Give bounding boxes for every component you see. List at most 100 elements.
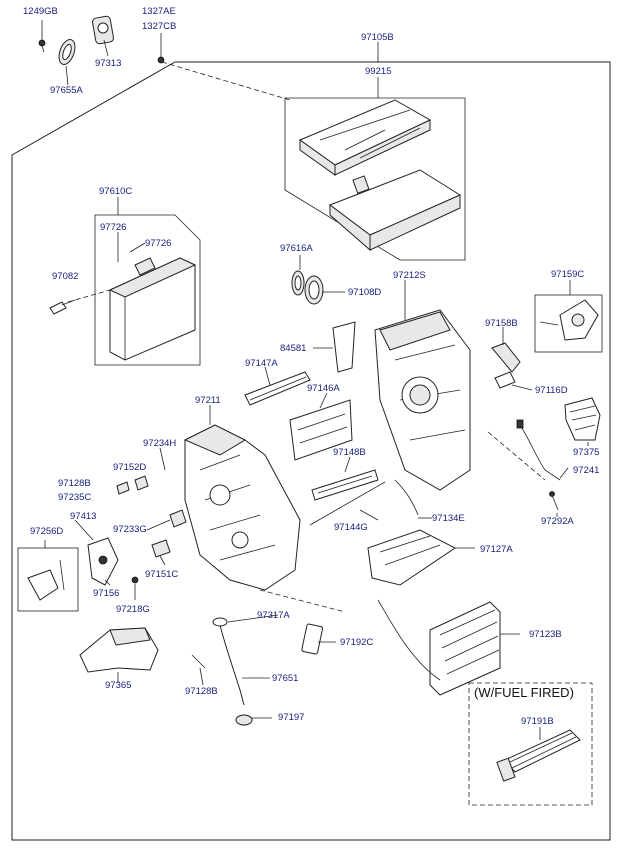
cover-97127a xyxy=(367,529,456,586)
link-97116d xyxy=(494,371,516,389)
clip-97151c xyxy=(151,539,171,558)
label-97610c: 97610C xyxy=(99,186,132,197)
leader-lines xyxy=(41,20,589,740)
blower-housing-97212s xyxy=(374,309,471,491)
label-97152d: 97152D xyxy=(113,462,146,473)
label-97151c: 97151C xyxy=(145,569,178,580)
label-97313: 97313 xyxy=(95,58,121,69)
leader-97082 xyxy=(67,289,111,303)
fuel-fired-note: (W/FUEL FIRED) xyxy=(474,685,574,700)
actuator-97159c xyxy=(539,299,599,341)
nut-1327 xyxy=(157,56,165,64)
door-97148b xyxy=(311,469,379,501)
label-97197: 97197 xyxy=(278,712,304,723)
label-97365: 97365 xyxy=(105,680,131,691)
gasket-84581 xyxy=(332,321,356,373)
label-97413: 97413 xyxy=(70,511,96,522)
expansion-valve-clip xyxy=(134,257,156,276)
clamp-97317a xyxy=(212,617,228,627)
label-97191b: 97191B xyxy=(521,716,554,727)
air-filter-99215 xyxy=(298,99,432,176)
label-97192c: 97192C xyxy=(340,637,373,648)
heater-core-97191b xyxy=(496,729,581,782)
clip-97152d xyxy=(134,475,149,491)
actuator-group-box xyxy=(534,294,603,353)
seal-97616a xyxy=(291,270,305,296)
label-97159c: 97159C xyxy=(551,269,584,280)
clip-97218g xyxy=(131,576,139,584)
label-97105b: 97105B xyxy=(361,32,394,43)
label-97256d: 97256D xyxy=(30,526,63,537)
heater-core-97123b xyxy=(377,599,501,696)
label-97134e: 97134E xyxy=(432,513,465,524)
filter-box-outline xyxy=(284,97,466,261)
label-97158b: 97158B xyxy=(485,318,518,329)
clip-97233g xyxy=(169,509,187,528)
label-97655a: 97655A xyxy=(50,85,83,96)
clip-97128b xyxy=(116,481,130,495)
grommet-97197 xyxy=(235,714,253,726)
label-84581: 84581 xyxy=(280,343,306,354)
label-97233g: 97233G xyxy=(113,524,147,535)
label-97616a: 97616A xyxy=(280,243,313,254)
label-97146a: 97146A xyxy=(307,383,340,394)
label-97127a: 97127A xyxy=(480,544,513,555)
lever-97158b xyxy=(491,342,521,373)
filter-97192c xyxy=(301,623,324,655)
mode-actuator-97256d xyxy=(27,559,65,601)
label-97128b-b: 97128B xyxy=(185,686,218,697)
leader-heater-bottom xyxy=(259,589,346,613)
filter-tray xyxy=(328,169,462,252)
heater-case-97211 xyxy=(183,424,301,591)
label-97726-a: 97726 xyxy=(100,222,126,233)
label-97082: 97082 xyxy=(52,271,78,282)
fuel-fired-option-box xyxy=(468,682,593,806)
actuator-97156 xyxy=(87,537,119,586)
label-1249gb: 1249GB xyxy=(23,6,58,17)
label-97156: 97156 xyxy=(93,588,119,599)
label-97108d: 97108D xyxy=(348,287,381,298)
label-97317a: 97317A xyxy=(257,610,290,621)
mode-actuator-group-box xyxy=(17,547,79,612)
door-97146a xyxy=(289,399,353,461)
seal-97313 xyxy=(92,15,114,45)
screw-97128b-lower xyxy=(191,654,206,669)
leader-1327-to-frame xyxy=(161,61,291,101)
evaporator-group-bracket xyxy=(94,214,201,366)
cable-97241 xyxy=(516,419,561,481)
label-97375: 97375 xyxy=(573,447,599,458)
label-97651: 97651 xyxy=(272,673,298,684)
resistor-97375 xyxy=(564,397,601,441)
door-97147a xyxy=(244,371,311,406)
label-97128b-a: 97128B xyxy=(58,478,91,489)
label-99215: 99215 xyxy=(365,66,391,77)
label-97726-b: 97726 xyxy=(145,238,171,249)
label-1327ae: 1327AE xyxy=(142,6,176,17)
label-97147a: 97147A xyxy=(245,358,278,369)
label-97212s: 97212S xyxy=(393,270,426,281)
evaporator-core-97610c xyxy=(108,257,197,361)
bolt-1249gb xyxy=(38,39,46,53)
label-1327cb: 1327CB xyxy=(142,21,176,32)
label-97218g: 97218G xyxy=(116,604,150,615)
label-97292a: 97292A xyxy=(541,516,574,527)
label-97241: 97241 xyxy=(573,465,599,476)
shaft-97144g xyxy=(309,481,386,526)
label-97123b: 97123B xyxy=(529,629,562,640)
grommet-97655a xyxy=(58,39,76,65)
label-97148b: 97148B xyxy=(333,447,366,458)
duct-97365 xyxy=(79,627,159,673)
label-97116d: 97116D xyxy=(535,385,568,396)
sensor-97082 xyxy=(49,299,76,315)
pipe-97134e xyxy=(394,479,419,516)
hose-97651 xyxy=(219,624,245,706)
label-97144g: 97144G xyxy=(334,522,368,533)
label-97234h: 97234H xyxy=(143,438,176,449)
leader-97241-box xyxy=(487,431,546,481)
assembly-outline-frame xyxy=(11,61,611,841)
label-97235c: 97235C xyxy=(58,492,91,503)
ring-97108d xyxy=(304,275,324,305)
label-97211: 97211 xyxy=(195,395,221,406)
screw-97292a xyxy=(549,491,559,511)
